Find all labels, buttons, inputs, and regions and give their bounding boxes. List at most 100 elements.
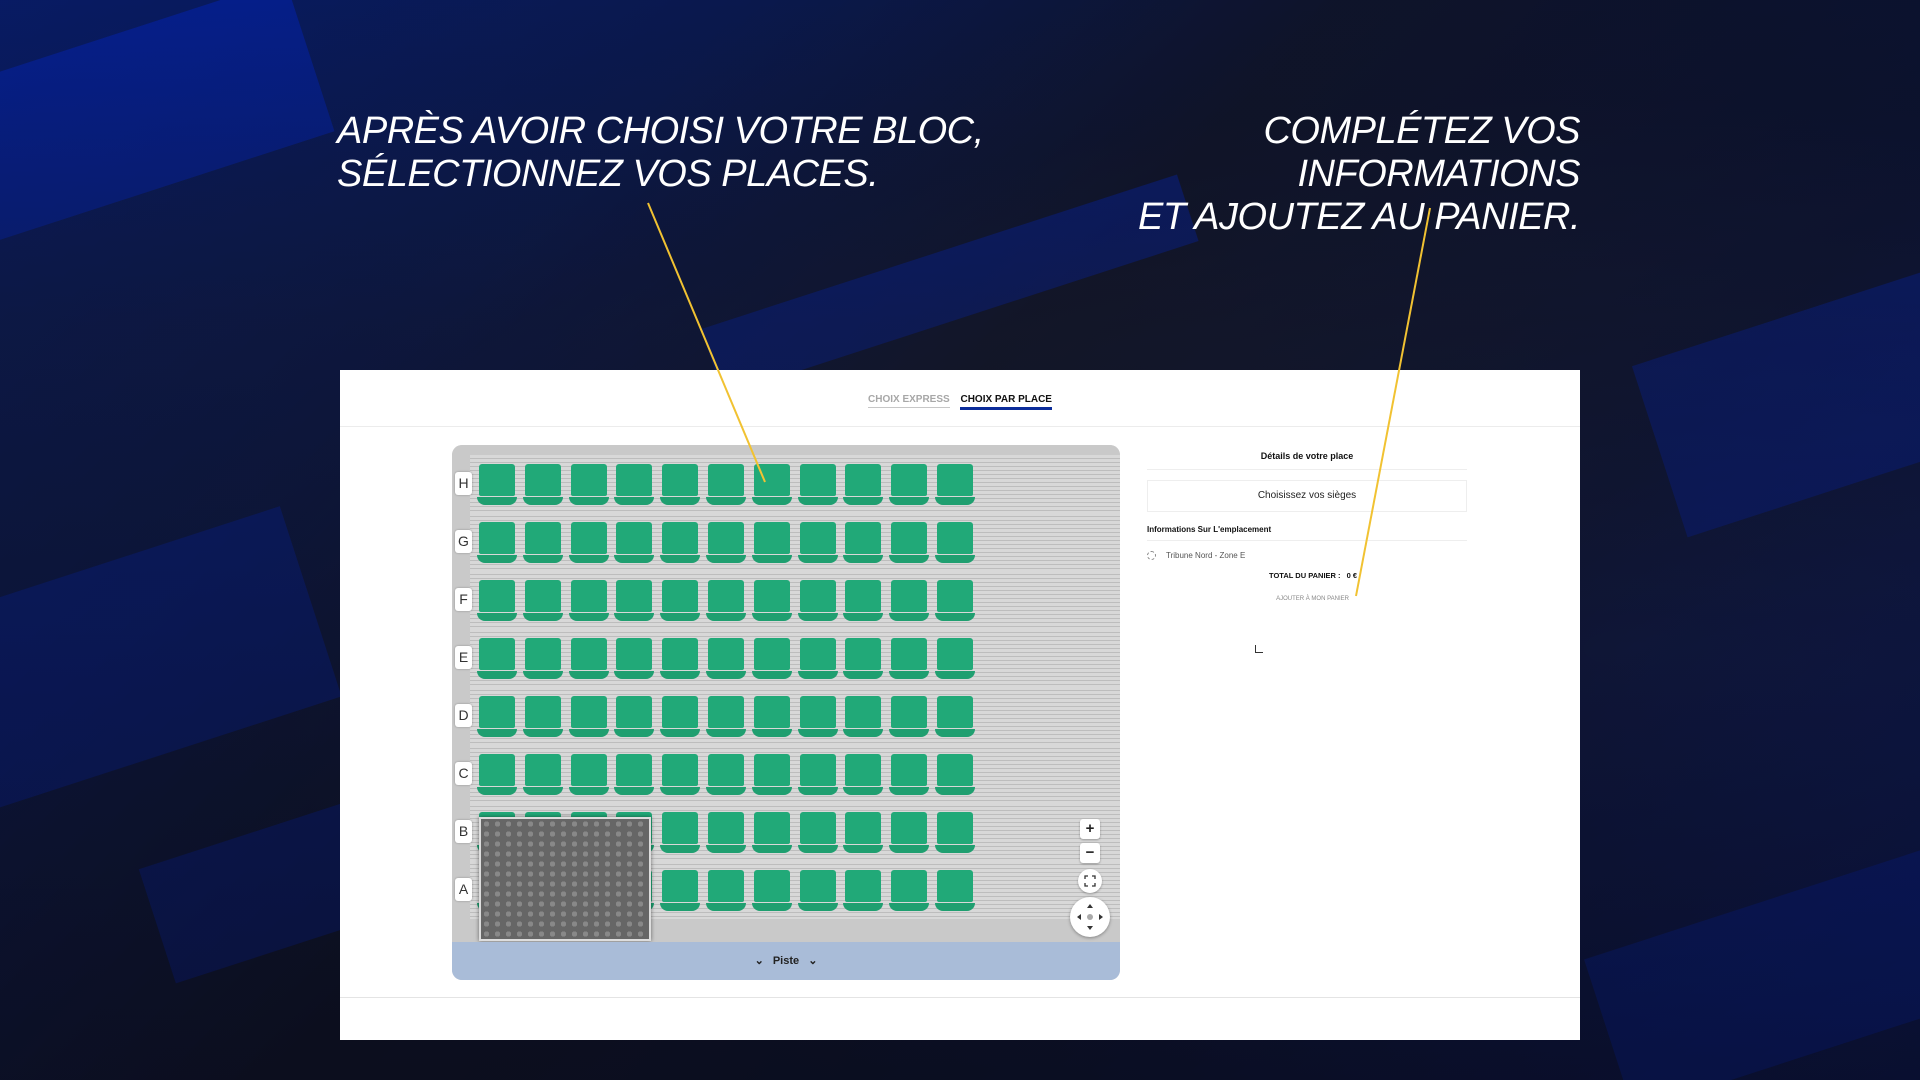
seat[interactable] — [843, 696, 884, 740]
seat[interactable] — [751, 696, 792, 740]
seat[interactable] — [751, 638, 792, 682]
seat[interactable] — [660, 870, 701, 914]
seat[interactable] — [706, 812, 746, 856]
seat[interactable] — [797, 580, 838, 624]
tab-choix-par-place[interactable]: CHOIX PAR PLACE — [960, 394, 1052, 410]
seat[interactable] — [614, 696, 655, 740]
seat[interactable] — [660, 522, 701, 566]
seat[interactable] — [706, 696, 746, 740]
seat[interactable] — [477, 464, 517, 508]
piste-bar[interactable]: ⌄ Piste ⌄ — [452, 942, 1120, 980]
seat[interactable] — [614, 638, 655, 682]
seat[interactable] — [797, 696, 838, 740]
seat[interactable] — [843, 812, 884, 856]
seat[interactable] — [751, 870, 792, 914]
seat[interactable] — [935, 580, 975, 624]
seat[interactable] — [889, 696, 930, 740]
seat[interactable] — [889, 812, 930, 856]
seat[interactable] — [843, 464, 884, 508]
seat[interactable] — [935, 464, 975, 508]
seat[interactable] — [522, 638, 563, 682]
seat[interactable] — [935, 638, 975, 682]
seat[interactable] — [797, 464, 838, 508]
seat[interactable] — [568, 580, 609, 624]
seat[interactable] — [568, 464, 609, 508]
seat[interactable] — [935, 522, 975, 566]
seat-cushion — [797, 787, 838, 795]
seat[interactable] — [797, 812, 838, 856]
seat-back — [524, 696, 561, 728]
seat[interactable] — [935, 696, 975, 740]
headline-right: COMPLÉTEZ VOS INFORMATIONS ET AJOUTEZ AU… — [1020, 110, 1581, 239]
seat[interactable] — [843, 754, 884, 798]
seat[interactable] — [660, 638, 701, 682]
seat[interactable] — [889, 870, 930, 914]
seat[interactable] — [660, 754, 701, 798]
tab-choix-express[interactable]: CHOIX EXPRESS — [868, 394, 950, 408]
seat[interactable] — [751, 580, 792, 624]
seat[interactable] — [935, 754, 975, 798]
seat[interactable] — [477, 638, 517, 682]
seat[interactable] — [797, 638, 838, 682]
seat-back — [753, 638, 790, 670]
seat[interactable] — [797, 754, 838, 798]
seat[interactable] — [568, 696, 609, 740]
seat[interactable] — [889, 754, 930, 798]
seat[interactable] — [660, 696, 701, 740]
seat[interactable] — [751, 812, 792, 856]
seat[interactable] — [751, 464, 792, 508]
seat[interactable] — [568, 754, 609, 798]
seat[interactable] — [797, 522, 838, 566]
seat[interactable] — [843, 870, 884, 914]
minimap[interactable] — [479, 817, 651, 941]
seat[interactable] — [522, 464, 563, 508]
seat[interactable] — [797, 870, 838, 914]
seat[interactable] — [889, 638, 930, 682]
seat[interactable] — [706, 638, 746, 682]
seat[interactable] — [843, 638, 884, 682]
zoom-in-button[interactable]: + — [1080, 819, 1100, 839]
seat[interactable] — [751, 754, 792, 798]
seat[interactable] — [522, 754, 563, 798]
seat-back — [799, 580, 836, 612]
seat[interactable] — [614, 580, 655, 624]
seat[interactable] — [660, 812, 701, 856]
seat[interactable] — [706, 464, 746, 508]
seat[interactable] — [843, 522, 884, 566]
seat[interactable] — [522, 522, 563, 566]
seat[interactable] — [522, 580, 563, 624]
pan-control[interactable] — [1070, 897, 1110, 937]
seat[interactable] — [614, 754, 655, 798]
seat[interactable] — [614, 464, 655, 508]
seat[interactable] — [568, 522, 609, 566]
seat[interactable] — [706, 754, 746, 798]
seat[interactable] — [477, 522, 517, 566]
seat-back — [662, 464, 699, 496]
zoom-out-button[interactable]: − — [1080, 843, 1100, 863]
seat[interactable] — [751, 522, 792, 566]
fit-view-button[interactable] — [1078, 869, 1102, 893]
seat[interactable] — [614, 522, 655, 566]
seat-back — [753, 522, 790, 554]
seat[interactable] — [843, 580, 884, 624]
seat[interactable] — [889, 464, 930, 508]
seat[interactable] — [660, 464, 701, 508]
seat-cushion — [706, 787, 746, 795]
seat[interactable] — [706, 580, 746, 624]
seat-back — [662, 696, 699, 728]
seat[interactable] — [477, 754, 517, 798]
add-to-cart-button[interactable]: AJOUTER À MON PANIER — [1276, 596, 1349, 602]
seat[interactable] — [568, 638, 609, 682]
seat[interactable] — [522, 696, 563, 740]
seat[interactable] — [706, 870, 746, 914]
seat[interactable] — [889, 522, 930, 566]
seat[interactable] — [477, 696, 517, 740]
seat[interactable] — [706, 522, 746, 566]
seat[interactable] — [889, 580, 930, 624]
seat[interactable] — [935, 812, 975, 856]
seat[interactable] — [935, 870, 975, 914]
seat[interactable] — [477, 580, 517, 624]
chevron-down-icon: ⌄ — [754, 955, 764, 967]
seat[interactable] — [660, 580, 701, 624]
